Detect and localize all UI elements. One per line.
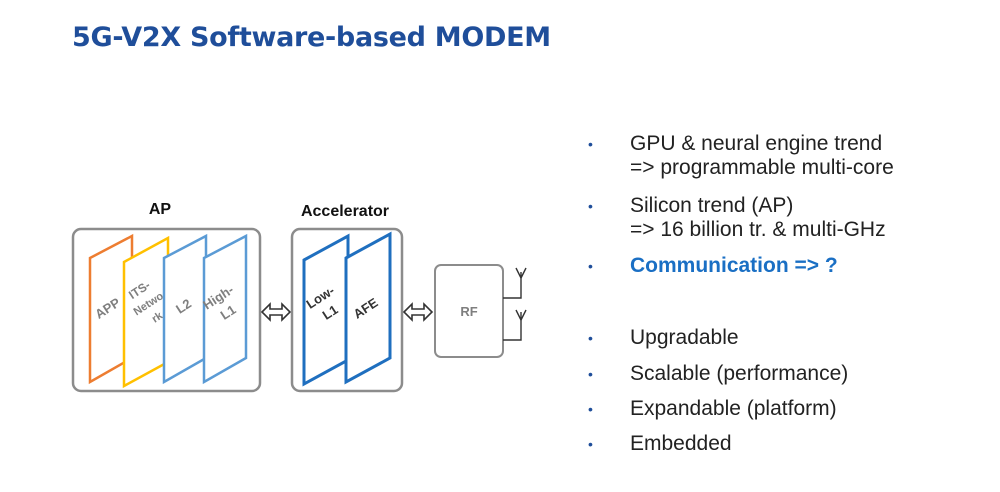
- page-title: 5G-V2X Software-based MODEM: [72, 22, 551, 53]
- double-arrow-icon: [402, 302, 434, 322]
- antenna-icon: [503, 309, 527, 341]
- afe-layer: [344, 231, 392, 385]
- bullet-dot-icon: •: [588, 198, 593, 214]
- bullet-dot-icon: •: [588, 136, 593, 152]
- bullet-dot-icon: •: [588, 366, 593, 382]
- antenna-icon: [503, 267, 527, 299]
- l2-layer-label: L2: [173, 296, 194, 317]
- svg-text:L1: L1: [320, 302, 341, 323]
- accelerator-label: Accelerator: [301, 203, 389, 220]
- double-arrow-icon: [260, 302, 292, 322]
- ap-label: AP: [149, 201, 172, 218]
- bullet-dot-icon: •: [588, 436, 593, 452]
- high-l1-layer: [202, 233, 248, 385]
- bullet-dot-icon: •: [588, 258, 593, 274]
- bullet-dot-icon: •: [588, 401, 593, 417]
- bullet-dot-icon: •: [588, 330, 593, 346]
- rf-label: RF: [460, 304, 477, 319]
- svg-text:L1: L1: [218, 302, 239, 323]
- rf-box: [434, 264, 504, 358]
